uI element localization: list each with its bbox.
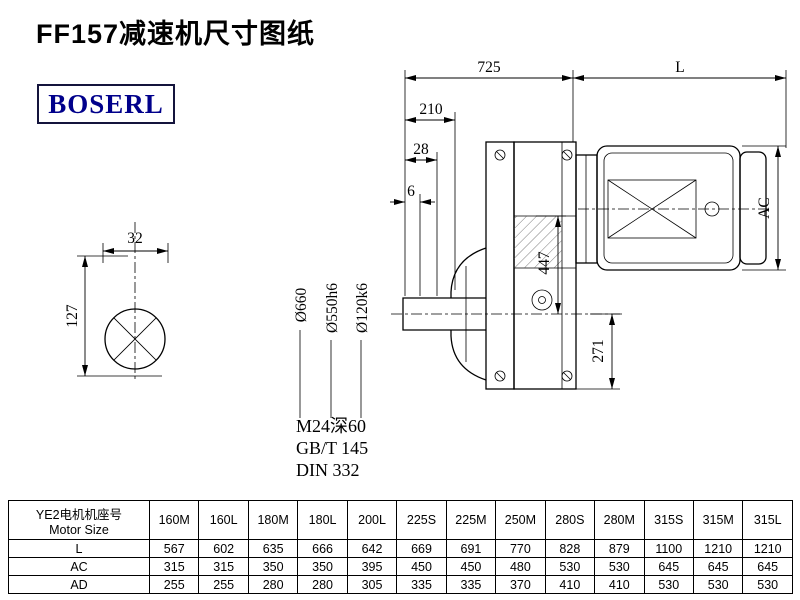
table-cell: 255 [198,575,249,594]
table-cell: 395 [346,557,398,576]
table-header-cell: 180L [297,500,348,540]
table-cell: 1210 [742,539,793,558]
boserl-logo: BOSERL [37,84,175,124]
table-cell: 410 [544,575,596,594]
dim-447: 447 [536,251,553,275]
table-header-en: Motor Size [49,522,109,537]
dim-127: 127 [64,304,81,328]
table-cell: 635 [247,539,299,558]
dim-spigot: Ø550h6 [324,283,341,333]
table-row-label: AD [8,575,150,594]
note-tap: M24深60 [296,416,366,436]
table-cell: 335 [396,575,447,594]
gearbox-housing [391,141,622,390]
table-cell: 666 [297,539,348,558]
tapped-hole-note: M24深60 GB/T 145 DIN 332 [296,416,368,480]
table-cell: 370 [495,575,546,594]
table-cell: 255 [148,575,200,594]
table-header-cell: 315L [742,500,793,540]
table-cell: 1210 [692,539,744,558]
table-header-cell: 280S [544,500,596,540]
table-cell: 828 [544,539,596,558]
table-cell: 410 [594,575,645,594]
table-cell: 879 [594,539,645,558]
dimension-drawing: 32 127 [64,59,787,480]
table-cell: 1100 [643,539,694,558]
table-cell: 305 [346,575,398,594]
table-cell: 350 [297,557,348,576]
table-cell: 602 [198,539,249,558]
table-header-cell: 225S [396,500,447,540]
logo-text: BOSERL [48,88,164,119]
table-header-cell: 160L [198,500,249,540]
dim-flange-od: Ø660 [293,288,310,323]
table-header-cell: 315M [692,500,744,540]
table-header-cell: 160M [148,500,200,540]
table-header-cell: 225M [445,500,497,540]
dim-32: 32 [127,230,143,247]
table-cell: 645 [742,557,793,576]
table-header-cell: 200L [346,500,398,540]
table-cell: 691 [445,539,497,558]
table-cell: 530 [594,557,645,576]
table-cell: 315 [198,557,249,576]
dim-28: 28 [413,141,429,158]
table-cell: 450 [396,557,447,576]
table-header-cell: 250M [495,500,546,540]
page-title: FF157减速机尺寸图纸 [36,19,316,49]
table-cell: 770 [495,539,546,558]
dim-210: 210 [419,101,443,118]
dim-L: L [675,59,684,76]
table-cell: 280 [247,575,299,594]
dim-6: 6 [407,183,415,200]
dim-271: 271 [590,339,607,362]
table-cell: 645 [643,557,694,576]
table-cell: 567 [148,539,200,558]
table-cell: 350 [247,557,299,576]
flange-bolt-icon [494,149,573,382]
table-cell: 642 [346,539,398,558]
table-cell: 280 [297,575,348,594]
table-cell: 645 [692,557,744,576]
note-din: DIN 332 [296,460,360,480]
table-row-label: AC [8,557,150,576]
table-cell: 530 [742,575,793,594]
table-cell: 315 [148,557,200,576]
table-cell: 530 [692,575,744,594]
table-header-cn: YE2电机机座号 [35,507,123,522]
table-row-label: L [8,539,150,558]
dim-shaft-dia: Ø120k6 [354,283,371,333]
dim-AC: AC [756,197,773,219]
table-cell: 530 [643,575,694,594]
note-gbt: GB/T 145 [296,438,368,458]
table-header-cell: 180M [247,500,299,540]
dimension-lines: 725 L 210 28 6 447 271 AC Ø660 Ø550h6 Ø1… [293,59,787,418]
table-cell: 669 [396,539,447,558]
table-cell: 450 [445,557,497,576]
table-header-cell: 315S [643,500,694,540]
table-header-cell: 280M [594,500,645,540]
table-cell: 335 [445,575,497,594]
shaft-end-view: 32 127 [64,222,169,380]
motor-outline [575,145,772,271]
table-cell: 530 [544,557,596,576]
table-cell: 480 [495,557,546,576]
dim-725: 725 [477,59,501,76]
